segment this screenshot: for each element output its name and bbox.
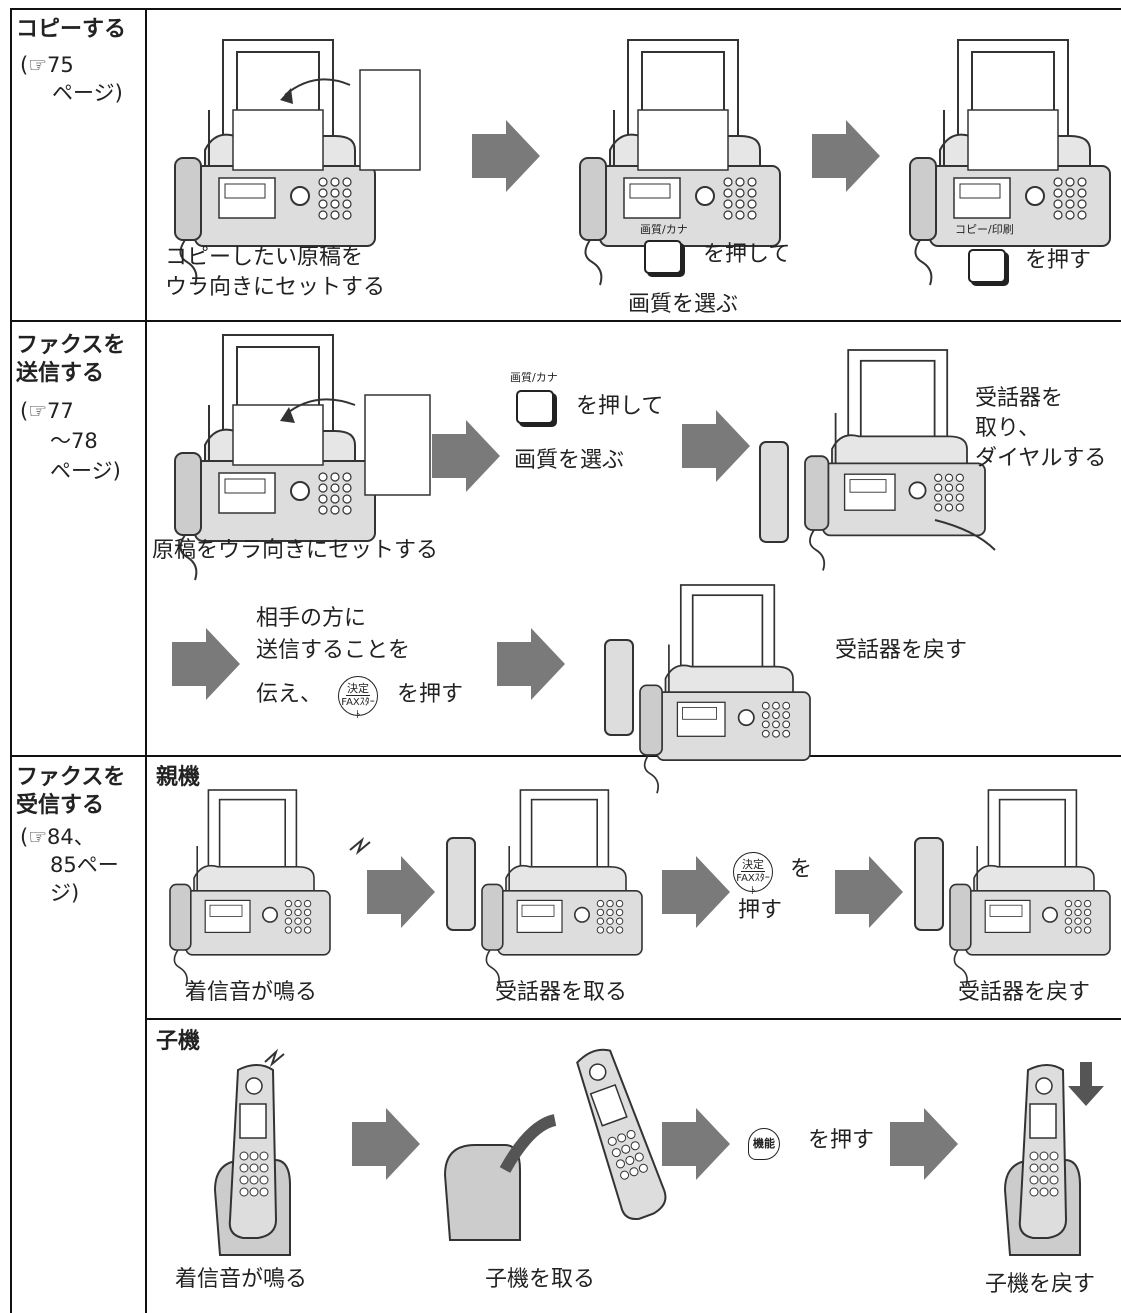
copy-ref: ページ)	[52, 81, 123, 105]
fax-dialing-illustration	[759, 349, 996, 572]
receive-title: ファクスを	[16, 765, 126, 790]
copy-print-button-label: コピー/印刷	[955, 223, 1014, 236]
main-unit-label: 親機	[156, 765, 201, 790]
copy-step3: を押す	[1025, 248, 1092, 273]
arrow-icon	[682, 410, 750, 482]
send-step2-line2: 画質を選ぶ	[514, 448, 625, 473]
receive-handset-step3: を押す	[808, 1128, 875, 1153]
handset-on-cradle-illustration	[214, 1048, 291, 1256]
copy-title: コピーする	[16, 17, 127, 42]
send-step3-line1: 受話器を	[975, 386, 1064, 411]
send-ref: (☞77	[20, 399, 74, 423]
receive-main-step2: 受話器を取る	[495, 980, 628, 1005]
send-ref: ～78	[50, 429, 98, 453]
fax-hangup-illustration	[604, 584, 811, 795]
fax-start-button[interactable]: 決定 FAXｽﾀｰﾄ	[338, 676, 378, 721]
send-step3-line3: ダイヤルする	[975, 446, 1107, 471]
table-frame	[10, 8, 1121, 1313]
copy-step1-line2: ウラ向きにセットする	[165, 275, 386, 300]
receive-ref: (☞84、	[20, 825, 95, 849]
arrow-icon	[172, 628, 240, 700]
send-quality-button-label: 画質/カナ	[510, 371, 558, 384]
handset-pickup-illustration	[444, 1043, 672, 1241]
copy-quality-button-label: 画質/カナ	[640, 223, 688, 236]
arrow-icon	[432, 420, 500, 492]
arrow-icon	[835, 856, 903, 928]
receive-main-step1: 着信音が鳴る	[185, 980, 318, 1005]
copy-step2-line1: を押して	[703, 242, 791, 267]
arrow-icon	[472, 120, 540, 192]
receive-ref: ジ)	[50, 881, 80, 905]
receive-main-step3-line2: 押す	[738, 898, 783, 923]
quality-kana-button[interactable]	[644, 240, 682, 274]
receive-handset-step4: 子機を戻す	[985, 1272, 1096, 1297]
arrow-icon	[662, 1108, 730, 1180]
handset-label: 子機	[156, 1029, 201, 1054]
arrow-icon	[812, 120, 880, 192]
row-divider	[10, 320, 1121, 322]
send-ref: ページ)	[50, 459, 121, 483]
receive-title: 受信する	[16, 793, 105, 818]
send-step3-line2: 取り、	[975, 416, 1041, 441]
send-step5: 受話器を戻す	[835, 638, 968, 663]
function-button[interactable]: 機能	[748, 1128, 780, 1160]
fax-pickup-illustration	[446, 789, 643, 987]
arrow-icon	[367, 856, 435, 928]
fax-machine-illustration	[174, 39, 421, 286]
copy-step1-line1: コピーしたい原稿を	[165, 245, 364, 270]
receive-handset-step1: 着信音が鳴る	[175, 1267, 308, 1292]
send-step1: 原稿をウラ向きにセットする	[152, 538, 439, 563]
column-divider	[145, 8, 147, 1313]
fax-start-button[interactable]: 決定 FAXｽﾀｰﾄ	[733, 852, 773, 897]
fax-machine-illustration	[169, 789, 371, 987]
send-step4-line2: 送信することを	[256, 638, 411, 663]
quality-kana-button[interactable]	[516, 390, 554, 424]
arrow-icon	[662, 856, 730, 928]
fax-machine-illustration	[579, 39, 781, 286]
send-step2-line1: を押して	[576, 394, 664, 419]
copy-print-button[interactable]	[968, 249, 1006, 283]
send-step4-line4: を押す	[397, 682, 464, 707]
arrow-icon	[890, 1108, 958, 1180]
send-step4-line1: 相手の方に	[256, 606, 367, 631]
copy-ref: (☞75	[20, 53, 74, 77]
receive-main-step4: 受話器を戻す	[958, 980, 1091, 1005]
arrow-icon	[352, 1108, 420, 1180]
send-title: 送信する	[16, 361, 105, 386]
copy-step2-line2: 画質を選ぶ	[628, 292, 739, 317]
send-title: ファクスを	[16, 333, 126, 358]
receive-handset-step2: 子機を取る	[485, 1267, 596, 1292]
receive-main-step3-line1: を	[790, 857, 813, 882]
row-divider	[10, 755, 1121, 757]
fax-machine-illustration	[174, 334, 431, 581]
fax-machine-illustration	[909, 39, 1111, 286]
arrow-icon	[497, 628, 565, 700]
subrow-divider	[145, 1018, 1121, 1020]
send-step4-line3: 伝え、	[256, 682, 323, 707]
receive-ref: 85ペー	[50, 853, 119, 877]
fax-hangup-illustration	[914, 789, 1111, 987]
handset-return-illustration	[1004, 1062, 1104, 1256]
